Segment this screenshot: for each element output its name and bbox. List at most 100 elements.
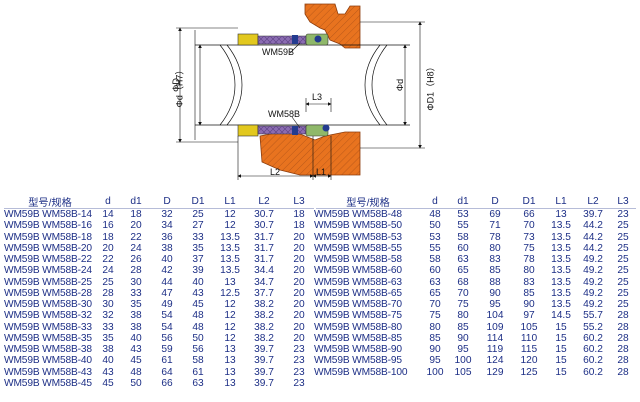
- value-cell: 34: [161, 220, 173, 232]
- value-cell: 35: [192, 242, 204, 254]
- value-cell: 31.7: [254, 242, 274, 254]
- value-cell: 20: [293, 242, 305, 254]
- model-cell: WM59B WM58B-95: [314, 355, 402, 367]
- value-cell: 49.2: [583, 265, 603, 277]
- seal-upper-half: [237, 33, 329, 46]
- model-cell: WM59B WM58B-33: [4, 321, 92, 333]
- value-cell: 80: [457, 310, 469, 322]
- value-cell: 66: [161, 377, 173, 389]
- value-cell: 45: [102, 377, 114, 389]
- label-wm58b: WM58B: [268, 109, 301, 119]
- value-cell: 25: [617, 231, 629, 243]
- model-cell: WM59B WM58B-30: [4, 299, 92, 310]
- value-cell: 42: [161, 265, 173, 277]
- value-cell: 53: [457, 209, 469, 220]
- value-cell: 83: [489, 254, 501, 265]
- value-cell: 13.5: [551, 220, 571, 232]
- value-cell: 65: [457, 265, 469, 277]
- header-model: 型号/规格: [28, 198, 72, 209]
- value-cell: 13: [224, 344, 236, 355]
- value-cell: 43: [102, 366, 114, 378]
- value-cell: 28: [617, 321, 629, 333]
- header-L3: L3: [617, 196, 629, 207]
- value-cell: 78: [523, 254, 535, 265]
- value-cell: 38.2: [254, 321, 274, 333]
- value-cell: 58: [457, 231, 469, 243]
- value-cell: 13: [224, 366, 236, 378]
- value-cell: 49: [161, 299, 173, 310]
- value-cell: 95: [429, 355, 441, 367]
- header-d1: d1: [457, 196, 469, 207]
- value-cell: 13.5: [551, 287, 571, 299]
- header-L3: L3: [293, 196, 305, 207]
- value-cell: 20: [293, 287, 305, 299]
- value-cell: 13.5: [220, 254, 240, 265]
- value-cell: 69: [489, 209, 501, 220]
- value-cell: 68: [457, 276, 469, 288]
- value-cell: 70: [457, 287, 469, 299]
- value-cell: 38.2: [254, 332, 274, 344]
- value-cell: 124: [486, 355, 504, 367]
- value-cell: 14: [102, 209, 114, 220]
- value-cell: 54: [161, 310, 173, 322]
- value-cell: 13: [224, 276, 236, 288]
- header-D1: D1: [522, 196, 536, 207]
- value-cell: 39.7: [254, 366, 274, 378]
- value-cell: 13.5: [220, 242, 240, 254]
- value-cell: 44.2: [583, 231, 603, 243]
- value-cell: 18: [293, 209, 305, 220]
- value-cell: 20: [293, 310, 305, 322]
- value-cell: 32: [161, 209, 173, 220]
- value-cell: 23: [293, 344, 305, 355]
- value-cell: 39.7: [254, 355, 274, 367]
- value-cell: 30: [102, 299, 114, 310]
- value-cell: 16: [102, 220, 114, 232]
- value-cell: 31.7: [254, 254, 274, 265]
- value-cell: 65: [429, 287, 441, 299]
- model-cell: WM59B WM58B-38: [4, 344, 92, 355]
- value-cell: 43: [130, 344, 142, 355]
- value-cell: 20: [293, 265, 305, 277]
- value-cell: 20: [293, 332, 305, 344]
- value-cell: 25: [192, 209, 204, 220]
- value-cell: 32: [102, 310, 114, 322]
- value-cell: 70: [523, 220, 535, 232]
- value-cell: 80: [489, 242, 501, 254]
- value-cell: 25: [617, 242, 629, 254]
- value-cell: 83: [523, 276, 535, 288]
- model-cell: WM59B WM58B-55: [314, 242, 402, 254]
- model-cell: WM59B WM58B-50: [314, 220, 402, 232]
- value-cell: 55: [429, 242, 441, 254]
- value-cell: 13.5: [551, 299, 571, 310]
- value-cell: 39.7: [254, 377, 274, 389]
- dimension-lines: [176, 21, 425, 180]
- model-cell: WM59B WM58B-53: [314, 231, 402, 243]
- value-cell: 13.5: [220, 265, 240, 277]
- model-cell: WM59B WM58B-18: [4, 231, 92, 243]
- value-cell: 80: [523, 265, 535, 277]
- seal-lower-half: [237, 124, 330, 137]
- value-cell: 38.2: [254, 310, 274, 322]
- value-cell: 12: [224, 332, 236, 344]
- value-cell: 58: [192, 355, 204, 367]
- value-cell: 48: [192, 310, 204, 322]
- value-cell: 20: [293, 231, 305, 243]
- value-cell: 28: [617, 344, 629, 355]
- value-cell: 97: [523, 310, 535, 322]
- value-cell: 12: [224, 299, 236, 310]
- header-L1: L1: [555, 196, 567, 207]
- value-cell: 95: [457, 344, 469, 355]
- value-cell: 38.2: [254, 299, 274, 310]
- value-cell: 20: [130, 220, 142, 232]
- value-cell: 31.7: [254, 231, 274, 243]
- value-cell: 85: [457, 321, 469, 333]
